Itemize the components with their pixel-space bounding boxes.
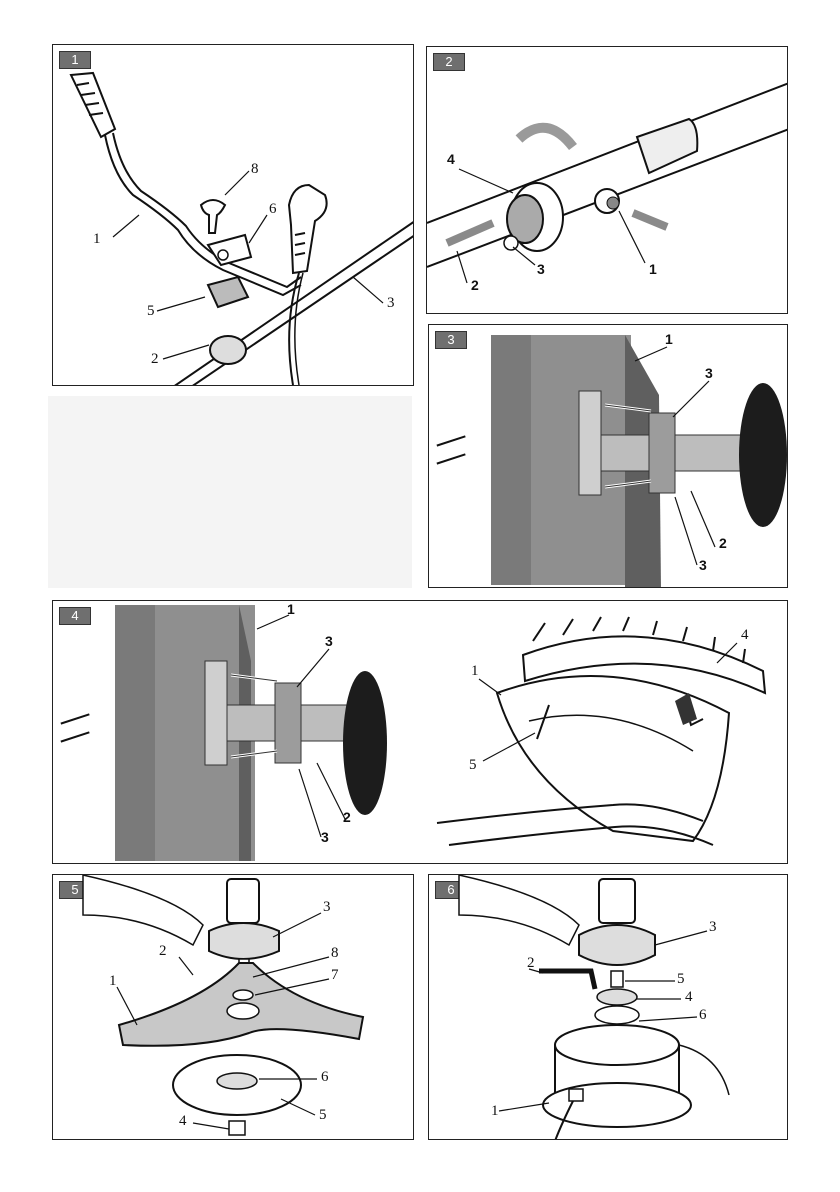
callout-label: 1: [649, 261, 657, 277]
callout-label: 1: [491, 1103, 499, 1120]
callout-label: 1: [109, 973, 117, 990]
callout-label: 4: [179, 1113, 187, 1130]
callout-label: 5: [469, 757, 477, 774]
callout-label: 5: [677, 971, 685, 988]
blade-assembly-drawing: [53, 875, 414, 1140]
callout-label: 8: [251, 161, 259, 178]
callout-label: 7: [331, 967, 339, 984]
callout-label: 1: [471, 663, 479, 680]
trimmer-head-drawing: [429, 875, 788, 1140]
callout-label: 5: [147, 303, 155, 320]
callout-label: 6: [321, 1069, 329, 1086]
blank-area: [48, 396, 412, 588]
callout-label: 2: [159, 943, 167, 960]
figure-5-blade-assembly: 5 1 2 3 4 5 6 7 8: [52, 874, 414, 1140]
coupling-drawing: [427, 47, 788, 314]
callout-label: 6: [269, 201, 277, 218]
callout-label: 3: [321, 829, 329, 845]
callout-label: 2: [471, 277, 479, 293]
figure-6-trimmer-head: 6 1 2 3 4 5 6: [428, 874, 788, 1140]
callout-label: 3: [325, 633, 333, 649]
callout-label: 3: [537, 261, 545, 277]
callout-label: 3: [323, 899, 331, 916]
figure-3-guard-mount: 3 1 2 3 3: [428, 324, 788, 588]
callout-label: 3: [387, 295, 395, 312]
callout-label: 2: [151, 351, 159, 368]
guard-assembly-drawing: [53, 601, 788, 864]
handle-drawing: [53, 45, 414, 386]
callout-label: 5: [319, 1107, 327, 1124]
callout-label: 2: [719, 535, 727, 551]
callout-label: 6: [699, 1007, 707, 1024]
callout-label: 4: [741, 627, 749, 644]
callout-label: 4: [685, 989, 693, 1006]
figure-4-guard-assembly: 4 1 2 3 3 1 4 5: [52, 600, 788, 864]
callout-label: 2: [527, 955, 535, 972]
figure-2-shaft-coupling: 2 1 2 3 4: [426, 46, 788, 314]
callout-label: 1: [665, 331, 673, 347]
callout-label: 3: [709, 919, 717, 936]
callout-label: 2: [343, 809, 351, 825]
callout-label: 3: [699, 557, 707, 573]
callout-label: 8: [331, 945, 339, 962]
callout-label: 1: [287, 601, 295, 617]
callout-label: 1: [93, 231, 101, 248]
figure-1-handle-assembly: 1 1 2 3 5 6 8: [52, 44, 414, 386]
callout-label: 3: [705, 365, 713, 381]
guard-mount-photo: [429, 325, 788, 588]
callout-label: 4: [447, 151, 455, 167]
